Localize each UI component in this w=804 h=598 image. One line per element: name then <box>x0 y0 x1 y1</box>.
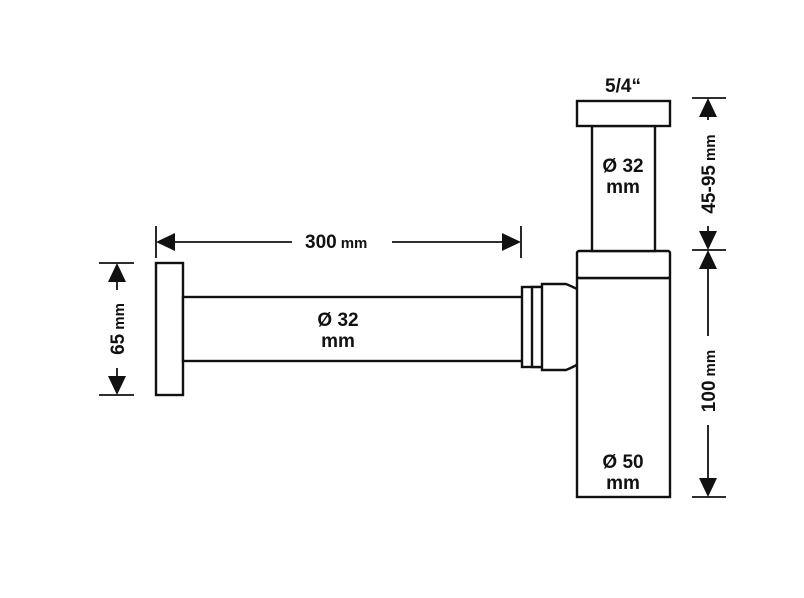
dim-300-arrow-right <box>502 233 521 251</box>
arm-diameter-label: Ø 32 <box>317 310 358 331</box>
dim-100-label: 100mm <box>699 350 720 412</box>
tailpipe <box>590 124 657 253</box>
dim-65-label: 65mm <box>108 303 129 355</box>
dim-4595-arrow-top <box>699 98 717 117</box>
tailpipe-diameter-unit: mm <box>606 177 640 198</box>
arm-diameter-unit: mm <box>321 331 355 352</box>
dim-65-arrow-top <box>108 263 126 282</box>
dim-100-arrow-top <box>699 250 717 269</box>
siphon-body <box>575 276 672 499</box>
dim-4595-label: 45-95mm <box>699 134 720 213</box>
thread-size-label: 5/4“ <box>605 76 641 97</box>
dim-300-arrow-left <box>156 233 175 251</box>
body-diameter-unit: mm <box>606 473 640 494</box>
top-collar <box>575 99 672 128</box>
horizontal-arm <box>181 295 529 363</box>
wall-flange <box>154 261 185 397</box>
tailpipe-diameter-label: Ø 32 <box>602 156 643 177</box>
dim-100-arrow-bottom <box>699 478 717 497</box>
dim-4595-arrow-bottom <box>699 231 717 250</box>
body-cap-ring <box>575 249 672 280</box>
dim-65-arrow-bottom <box>108 376 126 395</box>
body-diameter-label: Ø 50 <box>602 452 643 473</box>
